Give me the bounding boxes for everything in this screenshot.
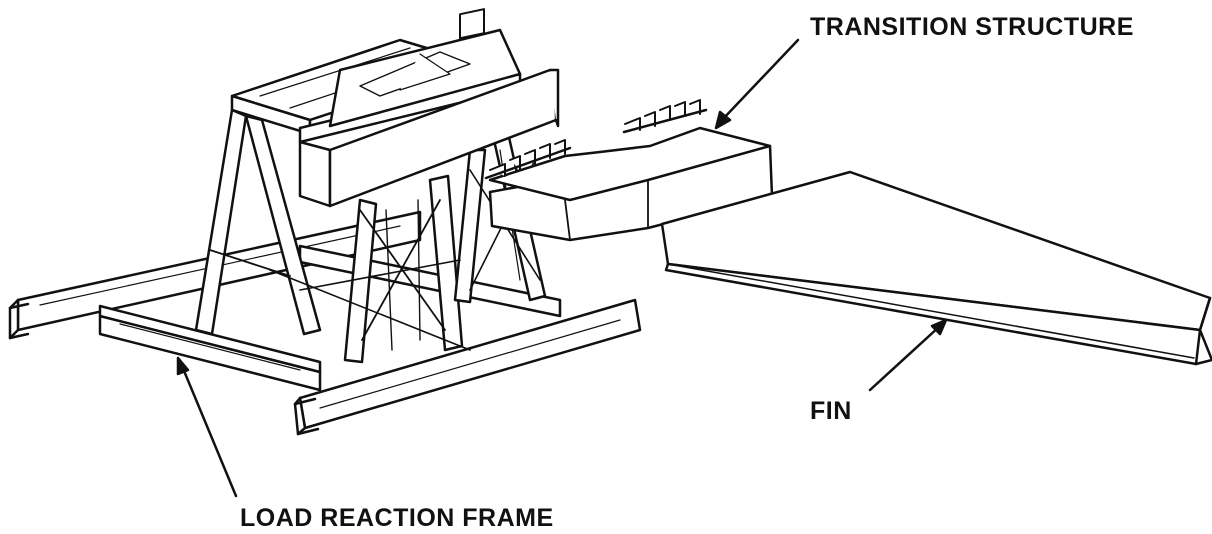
leader-fin [868,318,948,392]
leader-transition-structure [714,38,800,130]
fin-wing [660,170,1212,366]
load-head-box [298,8,560,208]
label-transition-structure: TRANSITION STRUCTURE [810,13,1134,41]
label-fin: FIN [810,397,852,425]
transition-structure [484,99,774,242]
leader-load-reaction-frame [176,356,238,498]
base-crossbeam-left [98,304,322,392]
label-load-reaction-frame: LOAD REACTION FRAME [240,504,554,532]
base-beam-front [293,298,642,436]
